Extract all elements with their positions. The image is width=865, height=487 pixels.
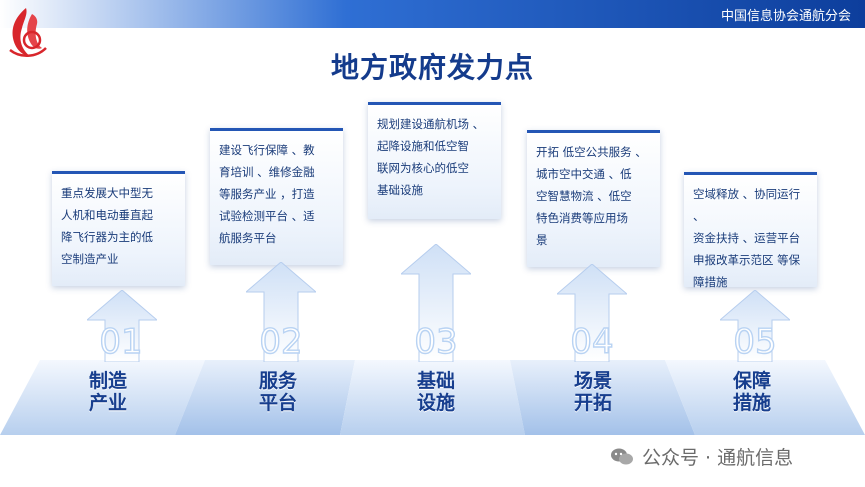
card-line: 资金扶持 、运营平台 <box>693 231 801 245</box>
step-label: 服务平台 <box>258 370 297 414</box>
card-line: 障措施 <box>693 275 728 289</box>
step-label: 保障措施 <box>732 370 771 414</box>
arrow-up-icon <box>87 290 157 362</box>
card-line: 空域释放 、协同运行 、 <box>693 187 801 223</box>
card-line: 景 <box>536 233 548 247</box>
card-line: 试验检测平台 、适 <box>219 209 315 223</box>
step-number: 03 <box>414 321 459 362</box>
page-title: 地方政府发力点 <box>330 51 534 84</box>
card-manufacturing: 重点发展大中型无 人机和电动垂直起 降飞行器为主的低 空制造产业 <box>52 171 185 286</box>
arrow-up-icon <box>557 264 627 362</box>
card-line: 等服务产业 ，打造 <box>219 187 315 201</box>
arrow-up-icon <box>720 290 790 362</box>
card-scenario: 开拓 低空公共服务 、 城市空中交通 、低 空智慧物流 、低空 特色消费等应用场… <box>527 130 660 267</box>
association-logo <box>9 8 47 57</box>
base-platform <box>0 360 865 435</box>
header-bar: 中国信息协会通航分会 <box>0 0 865 28</box>
step-number: 02 <box>259 321 304 362</box>
step-number: 05 <box>733 321 778 362</box>
card-line: 建设飞行保障 、教 <box>219 143 315 157</box>
step-number: 04 <box>570 321 615 362</box>
card-line: 空智慧物流 、低空 <box>536 189 632 203</box>
card-line: 城市空中交通 、低 <box>536 167 632 181</box>
card-line: 联网为核心的低空 <box>377 161 469 175</box>
card-line: 申报改革示范区 等保 <box>693 253 801 267</box>
step-number: 01 <box>99 321 144 362</box>
card-line: 育培训 、维修金融 <box>219 165 315 179</box>
wechat-icon <box>611 448 633 464</box>
step-label: 基础设施 <box>416 370 455 414</box>
watermark-text: 公众号 · 通航信息 <box>642 447 794 469</box>
card-infrastructure: 规划建设通航机场 、 起降设施和低空智 联网为核心的低空 基础设施 <box>368 102 501 219</box>
card-line: 规划建设通航机场 、 <box>377 117 485 131</box>
card-line: 空制造产业 <box>61 252 119 266</box>
org-name: 中国信息协会通航分会 <box>720 9 851 24</box>
watermark: 公众号 · 通航信息 <box>610 443 793 470</box>
card-guarantee: 空域释放 、协同运行 、 资金扶持 、运营平台 申报改革示范区 等保 障措施 <box>684 172 817 289</box>
card-line: 基础设施 <box>377 183 423 197</box>
arrow-up-icon <box>246 262 316 362</box>
card-service-platform: 建设飞行保障 、教 育培训 、维修金融 等服务产业 ，打造 试验检测平台 、适 … <box>210 128 343 265</box>
card-line: 航服务平台 <box>219 231 277 245</box>
card-line: 重点发展大中型无 <box>61 186 153 200</box>
step-label: 场景开拓 <box>573 370 612 414</box>
card-line: 特色消费等应用场 <box>536 211 628 225</box>
arrow-up-icon <box>401 244 471 362</box>
step-label: 制造产业 <box>88 370 127 414</box>
card-line: 起降设施和低空智 <box>377 139 469 153</box>
card-line: 开拓 低空公共服务 、 <box>536 145 647 159</box>
card-line: 人机和电动垂直起 <box>61 208 153 222</box>
card-line: 降飞行器为主的低 <box>61 230 153 244</box>
